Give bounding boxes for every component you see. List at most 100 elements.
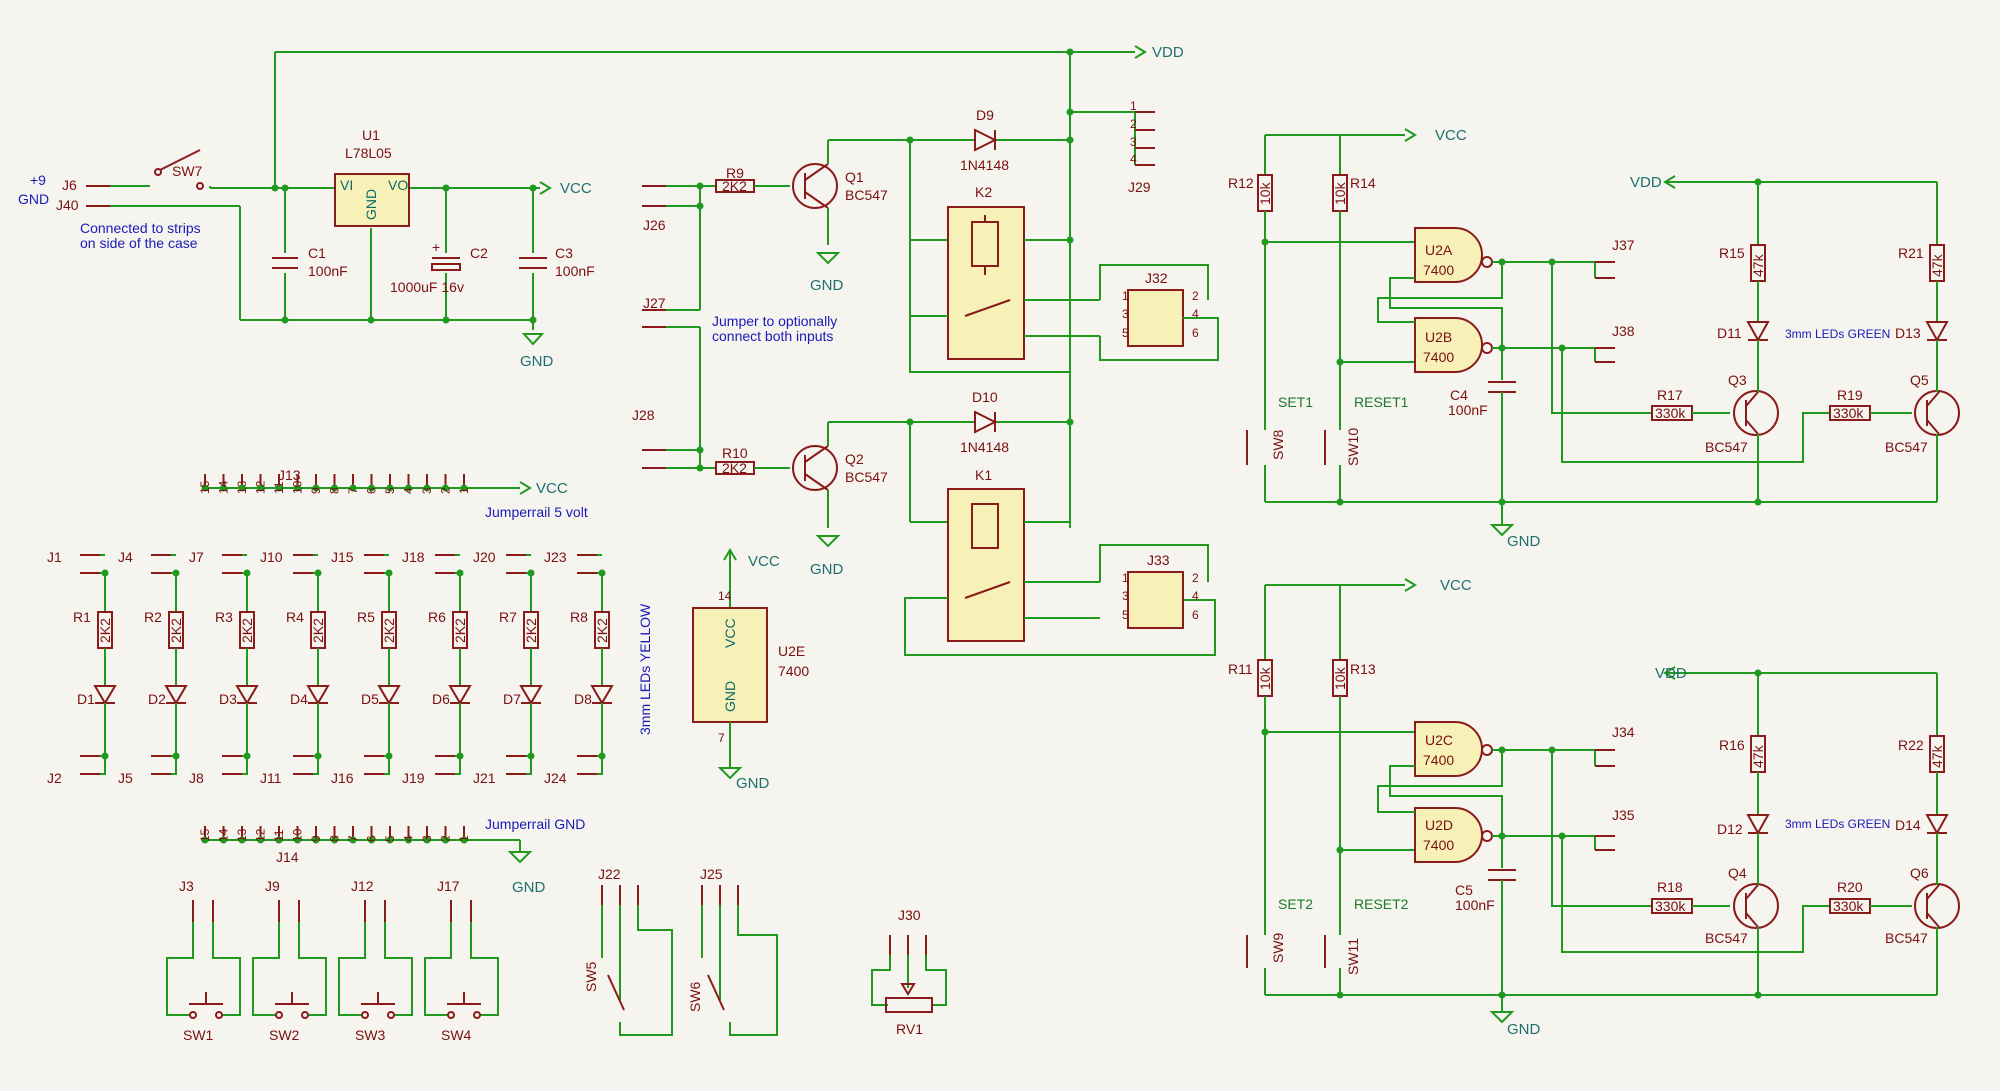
j13-ref: J13 <box>278 467 301 483</box>
r18-value: 330k <box>1655 898 1686 914</box>
j25-ref: J25 <box>700 866 723 882</box>
gnd-latch2: GND <box>1507 1021 1541 1038</box>
u2d-value: 7400 <box>1423 837 1454 853</box>
res-ref: R7 <box>499 609 517 625</box>
q3-value: BC547 <box>1705 439 1748 455</box>
d13-ref: D13 <box>1895 325 1921 341</box>
c4-ref: C4 <box>1450 387 1468 403</box>
diode-ref: D6 <box>432 691 450 707</box>
top-jack-ref: J1 <box>47 549 62 565</box>
j32-ref: J32 <box>1145 270 1168 286</box>
gnd-label-reg: GND <box>520 353 554 370</box>
r15-value: 47k <box>1750 253 1766 277</box>
diode-ref: D5 <box>361 691 379 707</box>
rail-pin-label: 15 <box>198 480 212 494</box>
r14-value: 10k <box>1332 181 1348 205</box>
r10-value: 2K2 <box>722 460 747 476</box>
c3-value: 100nF <box>555 263 595 279</box>
bottom-jack-ref: J16 <box>331 770 354 786</box>
q2-ref: Q2 <box>845 451 864 467</box>
q5-value: BC547 <box>1885 439 1928 455</box>
rail-pin-label: 12 <box>254 828 268 842</box>
rail-pin-label: 10 <box>291 480 305 494</box>
diode-ref: D1 <box>77 691 95 707</box>
latch2: VCC R11 R13 10k 10k U2C 7400 U2D 7400 C5… <box>1228 577 1960 1038</box>
vcc-label-top: VCC <box>560 180 592 197</box>
svg-text:6: 6 <box>1192 326 1199 340</box>
q5-ref: Q5 <box>1910 372 1929 388</box>
rail-pin-label: 7 <box>346 487 360 494</box>
rail-gnd: GND <box>512 879 546 896</box>
j26-ref: J26 <box>643 217 666 233</box>
q3-transistor <box>1733 390 1779 436</box>
q5-transistor <box>1914 390 1960 436</box>
r12-value: 10k <box>1257 181 1273 205</box>
diode-ref: D8 <box>574 691 592 707</box>
rail5-label: Jumperrail 5 volt <box>485 504 588 520</box>
sw9-ref: SW9 <box>1270 932 1286 963</box>
diode-ref: D4 <box>290 691 308 707</box>
note-strips-1: Connected to strips <box>80 220 201 236</box>
rail-pin-label: 1 <box>457 487 471 494</box>
res-value: 2K2 <box>239 618 255 643</box>
button-sw-ref: SW4 <box>441 1027 472 1043</box>
rail-pin-label: 8 <box>328 835 342 842</box>
rv1-pot <box>885 997 933 1013</box>
note-jumper-2: connect both inputs <box>712 328 833 344</box>
j40-ref: J40 <box>56 197 79 213</box>
rail-pin-label: 12 <box>254 480 268 494</box>
rail-pin-label: 11 <box>272 829 286 842</box>
j37-ref: J37 <box>1612 237 1635 253</box>
bottom-jack-ref: J24 <box>544 770 567 786</box>
res-value: 2K2 <box>452 618 468 643</box>
top-jack-ref: J20 <box>473 549 496 565</box>
c1-ref: C1 <box>308 245 326 261</box>
svg-text:2: 2 <box>1130 117 1137 131</box>
c5-value: 100nF <box>1455 897 1495 913</box>
rail-pin-label: 6 <box>365 487 379 494</box>
u2a-gate <box>1414 227 1483 283</box>
rail-pin-label: 15 <box>198 828 212 842</box>
u2d-ref: U2D <box>1425 817 1453 833</box>
q6-transistor <box>1914 883 1960 929</box>
j22-ref: J22 <box>598 866 621 882</box>
r13-ref: R13 <box>1350 661 1376 677</box>
vdd-label: VDD <box>1152 44 1184 61</box>
rail-pin-label: 9 <box>309 835 323 842</box>
u2e-ref: U2E <box>778 643 805 659</box>
top-jack-ref: J4 <box>118 549 133 565</box>
button-sw-ref: SW2 <box>269 1027 300 1043</box>
note-jumper-1: Jumper to optionally <box>712 313 837 329</box>
u2e-value: 7400 <box>778 663 809 679</box>
res-value: 2K2 <box>523 618 539 643</box>
rail-pin-label: 3 <box>420 835 434 842</box>
j29-ref: J29 <box>1128 179 1151 195</box>
rail-pin-label: 2 <box>439 835 453 842</box>
svg-text:1: 1 <box>1122 289 1129 303</box>
bottom-jack-ref: J5 <box>118 770 133 786</box>
c5-ref: C5 <box>1455 882 1473 898</box>
u2b-value: 7400 <box>1423 349 1454 365</box>
k2-ref: K2 <box>975 184 992 200</box>
d9-value: 1N4148 <box>960 157 1009 173</box>
rail-pin-label: 3 <box>420 487 434 494</box>
button-sw-ref: SW3 <box>355 1027 386 1043</box>
c4-value: 100nF <box>1448 402 1488 418</box>
bottom-jack-ref: J19 <box>402 770 425 786</box>
q3-ref: Q3 <box>1728 372 1747 388</box>
q4-value: BC547 <box>1705 930 1748 946</box>
r9-value: 2K2 <box>722 178 747 194</box>
rail-pin-label: 14 <box>217 480 231 494</box>
sw5-ref: SW5 <box>583 961 599 992</box>
rail-pin-label: 5 <box>383 487 397 494</box>
u2e-vcc-pin: VCC <box>722 618 738 648</box>
vdd-latch2: VDD <box>1655 665 1687 682</box>
q1-gnd: GND <box>810 277 844 294</box>
u1-regulator <box>334 173 410 227</box>
d9-ref: D9 <box>976 107 994 123</box>
